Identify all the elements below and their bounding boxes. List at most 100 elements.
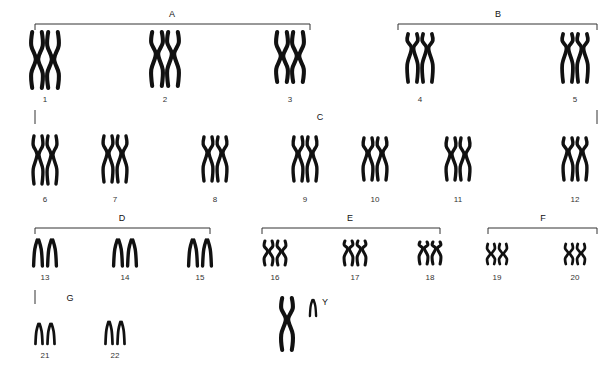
- chromatid: [369, 138, 373, 180]
- group-letter: C: [317, 113, 324, 122]
- chromatid: [269, 241, 273, 265]
- chromatid: [349, 241, 353, 265]
- chromatid: [103, 136, 107, 182]
- chromatid: [492, 244, 495, 264]
- chromosome-number: 3: [288, 96, 292, 104]
- group-letter: E: [347, 214, 353, 223]
- chromatid: [223, 137, 227, 181]
- chromosome-number: 19: [493, 274, 502, 282]
- chromatid: [151, 32, 156, 86]
- chromatid: [208, 240, 212, 266]
- chromatid: [562, 34, 566, 82]
- chromosome-number: 6: [43, 196, 47, 204]
- chromatid: [48, 240, 52, 266]
- chromatid: [577, 244, 580, 264]
- chromosome-number: 14: [121, 274, 130, 282]
- chromatid: [419, 242, 423, 264]
- chromatid: [53, 136, 57, 184]
- chromosome-number: 18: [426, 274, 435, 282]
- chromatid: [293, 137, 297, 181]
- chromatid: [110, 322, 113, 344]
- chromatid: [264, 241, 268, 265]
- sex-chromosome-label: Y: [322, 298, 328, 307]
- chromatid: [504, 244, 507, 264]
- group-bracket: [488, 228, 597, 234]
- group-bracket: [398, 24, 597, 30]
- chromatid: [47, 32, 52, 88]
- chromatid: [292, 32, 297, 82]
- chromatid: [52, 324, 55, 344]
- chromatid: [446, 138, 450, 180]
- chromatid: [133, 240, 137, 266]
- chromosomes: [31, 32, 588, 350]
- chromosome-number: 2: [163, 96, 167, 104]
- group-letter: D: [119, 214, 126, 223]
- chromatid: [194, 240, 198, 266]
- chromatid: [53, 240, 57, 266]
- chromatid: [357, 241, 361, 265]
- chromatid: [583, 138, 587, 180]
- chromatid: [54, 32, 59, 88]
- chromatid: [217, 137, 221, 181]
- chromatid: [299, 137, 303, 181]
- chromatid: [499, 244, 502, 264]
- chromatid: [563, 138, 567, 180]
- chromatid: [35, 324, 38, 344]
- chromatid: [407, 34, 411, 82]
- group-letter: B: [495, 10, 501, 19]
- chromatid: [313, 137, 317, 181]
- chromatid: [577, 138, 581, 180]
- chromosome-number: 11: [454, 196, 462, 204]
- chromosome-number: 5: [573, 96, 577, 104]
- chromatid: [117, 322, 120, 344]
- chromatid: [437, 242, 441, 264]
- chromosome-number: 21: [41, 352, 50, 360]
- chromatid: [114, 240, 118, 266]
- chromatid: [38, 32, 43, 88]
- chromatid: [584, 34, 588, 82]
- chromatid: [460, 138, 464, 180]
- group-letter: F: [540, 214, 546, 223]
- chromatid: [281, 298, 286, 350]
- chromatid: [288, 298, 293, 350]
- chromatid: [203, 137, 207, 181]
- chromatid: [377, 138, 381, 180]
- chromatid: [39, 240, 43, 266]
- chromatid: [122, 322, 125, 344]
- chromatid: [565, 244, 568, 264]
- chromatid: [33, 136, 37, 184]
- group-bracket: [35, 228, 210, 234]
- chromatid: [569, 138, 573, 180]
- chromatid: [47, 324, 50, 344]
- chromatid: [582, 244, 585, 264]
- chromosome-number: 13: [41, 274, 50, 282]
- chromatid: [424, 242, 428, 264]
- chromatid: [569, 34, 573, 82]
- chromatid: [158, 32, 163, 86]
- chromatid: [283, 32, 288, 82]
- chromatid: [383, 138, 387, 180]
- chromatid: [466, 138, 470, 180]
- chromosome-number: 10: [371, 196, 380, 204]
- chromosome-number: 1: [43, 96, 47, 104]
- chromatid: [47, 136, 51, 184]
- chromatid: [31, 32, 36, 88]
- chromosome-number: 20: [571, 274, 580, 282]
- chromatid: [34, 240, 38, 266]
- chromatid: [363, 138, 367, 180]
- chromatid: [414, 34, 418, 82]
- chromatid: [577, 34, 581, 82]
- chromatid: [174, 32, 179, 86]
- chromatid: [128, 240, 132, 266]
- group-bracket: [35, 110, 36, 124]
- group-letter: A: [169, 10, 175, 19]
- chromatid: [452, 138, 456, 180]
- chromatid: [203, 240, 207, 266]
- chromatid: [276, 32, 281, 82]
- chromosome-number: 15: [196, 274, 205, 282]
- group-bracket: [35, 290, 36, 304]
- chromatid: [209, 137, 213, 181]
- chromosome-number: 9: [303, 196, 307, 204]
- chromatid: [310, 300, 313, 316]
- chromosome-number: 12: [571, 196, 580, 204]
